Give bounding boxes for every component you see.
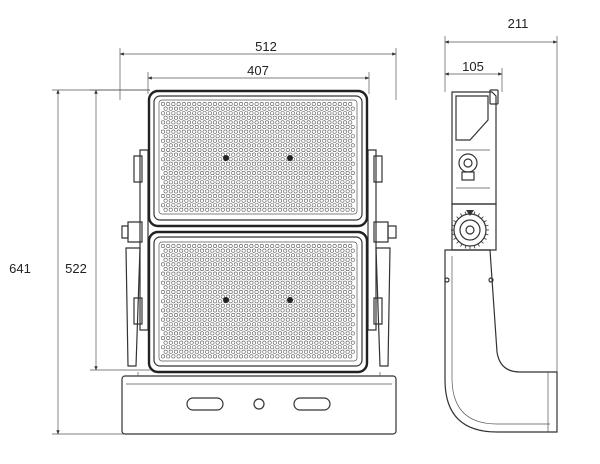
lower-screw-left [223, 297, 229, 303]
dim-front-total-width: 512 [255, 39, 277, 54]
dim-total-height: 641 [9, 261, 31, 276]
dim-side-upper-depth: 105 [462, 59, 484, 74]
lower-led-array [161, 244, 355, 359]
upper-led-module [147, 89, 369, 228]
left-bracket [121, 149, 149, 367]
upper-screw-right [287, 155, 293, 161]
dim-front-panel-width: 407 [247, 63, 269, 78]
lower-screw-right [287, 297, 293, 303]
side-view [444, 89, 558, 433]
upper-led-array [161, 102, 355, 212]
dimension-lines [52, 36, 558, 435]
right-bracket [367, 149, 397, 367]
base-driver-box [121, 372, 397, 435]
front-view [121, 89, 397, 435]
lower-led-module [147, 230, 369, 374]
upper-pivot-knob [458, 153, 478, 173]
dim-side-depth: 211 [508, 16, 529, 31]
tilt-adjust-dial [451, 210, 489, 249]
dim-panel-height: 522 [65, 261, 87, 276]
upper-screw-left [223, 155, 229, 161]
